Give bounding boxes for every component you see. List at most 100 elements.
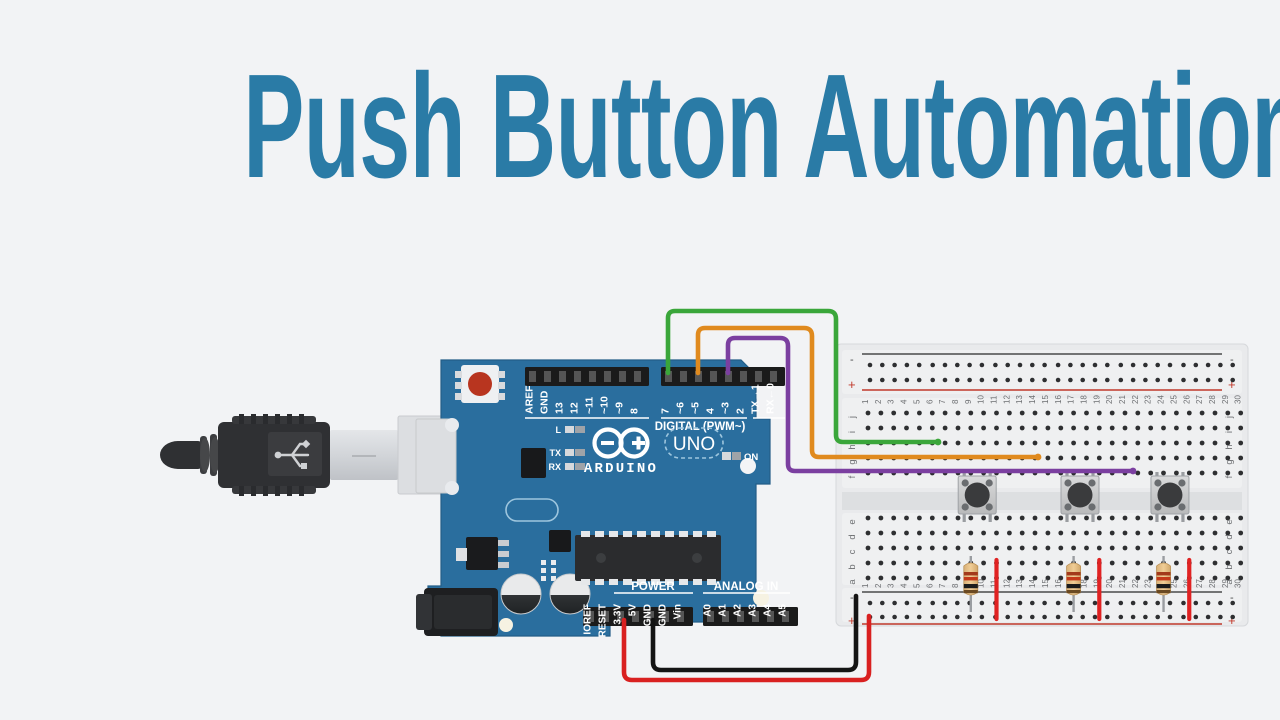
digital-header-caption: DIGITAL (PWM~) <box>655 421 746 433</box>
electrolytic-capacitors <box>500 573 591 615</box>
pushbutton-1[interactable] <box>957 472 997 522</box>
bb-col-bottom-23: 23 <box>1144 579 1153 588</box>
digital-pin-label-12: 12 <box>569 402 581 414</box>
bb-col-bottom-1: 1 <box>861 583 870 588</box>
rail-minus-label-top-right: - <box>1230 354 1234 366</box>
pushbuttons-group <box>957 472 1190 522</box>
bb-col-top-29: 29 <box>1221 395 1230 404</box>
bb-row-h: h <box>1224 444 1235 449</box>
bb-col-bottom-10: 10 <box>977 579 986 588</box>
bb-col-top-23: 23 <box>1144 395 1153 404</box>
rail-minus-label-bottom-left: - <box>850 592 854 604</box>
bb-row-b: b <box>1224 564 1235 569</box>
bb-row-a: a <box>1224 579 1235 585</box>
bb-row-h: h <box>847 444 858 449</box>
bb-col-bottom-29: 29 <box>1221 579 1230 588</box>
analog-caption: ANALOG IN <box>714 581 779 593</box>
bb-col-bottom-8: 8 <box>951 583 960 588</box>
resistor-2 <box>1066 556 1081 612</box>
bb-col-top-21: 21 <box>1118 395 1127 404</box>
bb-col-bottom-27: 27 <box>1195 579 1204 588</box>
bb-col-top-30: 30 <box>1234 395 1243 404</box>
bb-col-top-19: 19 <box>1092 395 1101 404</box>
resistor-1 <box>963 556 979 612</box>
power-pin-label-IOREF: IOREF <box>583 604 594 635</box>
bb-col-bottom-28: 28 <box>1208 579 1217 588</box>
bb-col-bottom-6: 6 <box>925 583 934 588</box>
bb-col-top-4: 4 <box>900 399 909 404</box>
analog-pin-label-A4: A4 <box>763 604 774 617</box>
bb-col-bottom-2: 2 <box>874 583 883 588</box>
usb-cable <box>160 414 465 496</box>
bb-row-b: b <box>847 564 858 569</box>
bb-col-bottom-11: 11 <box>990 579 999 588</box>
bb-row-f: f <box>1224 475 1235 478</box>
bb-col-bottom-5: 5 <box>912 583 921 588</box>
smd-resistor-array <box>541 560 556 581</box>
usb-trident-icon <box>274 439 311 469</box>
digital-pin-label-GND: GND <box>539 390 551 414</box>
bb-col-top-26: 26 <box>1182 395 1191 404</box>
digital-header[interactable] <box>525 367 785 386</box>
bb-col-bottom-26: 26 <box>1182 579 1191 588</box>
power-header[interactable] <box>583 607 693 626</box>
bb-col-bottom-12: 12 <box>1002 579 1011 588</box>
bb-col-top-8: 8 <box>951 399 960 404</box>
bb-row-c: c <box>847 549 858 554</box>
bb-col-top-1: 1 <box>861 399 870 404</box>
bb-col-top-24: 24 <box>1157 395 1166 404</box>
rail-minus-label-bottom-right: - <box>1230 592 1234 604</box>
bb-col-bottom-20: 20 <box>1105 579 1114 588</box>
arduino-logo-icon <box>592 427 650 459</box>
bb-row-a: a <box>847 579 858 585</box>
bb-col-bottom-16: 16 <box>1054 579 1063 588</box>
bb-col-top-6: 6 <box>925 399 934 404</box>
led-label-rx: RX <box>548 462 561 472</box>
analog-pin-label-A5: A5 <box>778 604 789 617</box>
dc-power-jack[interactable] <box>416 588 498 636</box>
bb-row-g: g <box>1224 459 1235 464</box>
bb-col-top-28: 28 <box>1208 395 1217 404</box>
bb-col-top-12: 12 <box>1002 395 1011 404</box>
resistors-group <box>963 556 1171 612</box>
wire-5v-red <box>621 613 872 683</box>
silk-oval <box>505 498 559 522</box>
digital-pin-label-3: ~3 <box>720 402 732 414</box>
bb-row-i: i <box>1224 431 1235 433</box>
analog-pin-label-A2: A2 <box>733 604 744 617</box>
bb-col-bottom-14: 14 <box>1028 579 1037 588</box>
reset-button[interactable] <box>455 365 505 403</box>
power-pin-label-GND: GND <box>658 604 669 626</box>
bb-col-bottom-7: 7 <box>938 583 947 588</box>
bb-col-top-13: 13 <box>1015 395 1024 404</box>
digital-pin-label-6: ~6 <box>675 402 687 414</box>
bb-row-e: e <box>1224 519 1235 524</box>
power-pin-label-GND: GND <box>643 604 654 626</box>
wire-pin7-green <box>665 308 941 445</box>
digital-pin-label-10: ~10 <box>599 396 611 414</box>
power-pin-label-RESET: RESET <box>598 604 609 637</box>
atmega328p-chip <box>575 531 721 585</box>
breadboard-column-numbers: 1122334455667788991010111112121313141415… <box>861 395 1243 588</box>
uno-badge-text: UNO <box>673 434 715 455</box>
pushbutton-3[interactable] <box>1150 472 1190 522</box>
analog-header[interactable] <box>703 607 798 626</box>
bb-col-top-7: 7 <box>938 399 947 404</box>
bb-row-g: g <box>847 459 858 464</box>
bb-col-top-2: 2 <box>874 399 883 404</box>
digital-pin-label-4: 4 <box>705 408 717 414</box>
bb-col-top-27: 27 <box>1195 395 1204 404</box>
pushbutton-2[interactable] <box>1060 472 1100 522</box>
power-pin-label-Vin: Vin <box>673 604 684 619</box>
digital-pin-label-8: 8 <box>629 408 641 414</box>
bb-col-top-10: 10 <box>977 395 986 404</box>
red-jumpers-group <box>994 557 1192 622</box>
digital-pin-label-AREF: AREF <box>524 385 536 414</box>
digital-pin-label-2: 2 <box>735 408 747 414</box>
bb-col-bottom-30: 30 <box>1234 579 1243 588</box>
small-chip <box>549 530 571 552</box>
